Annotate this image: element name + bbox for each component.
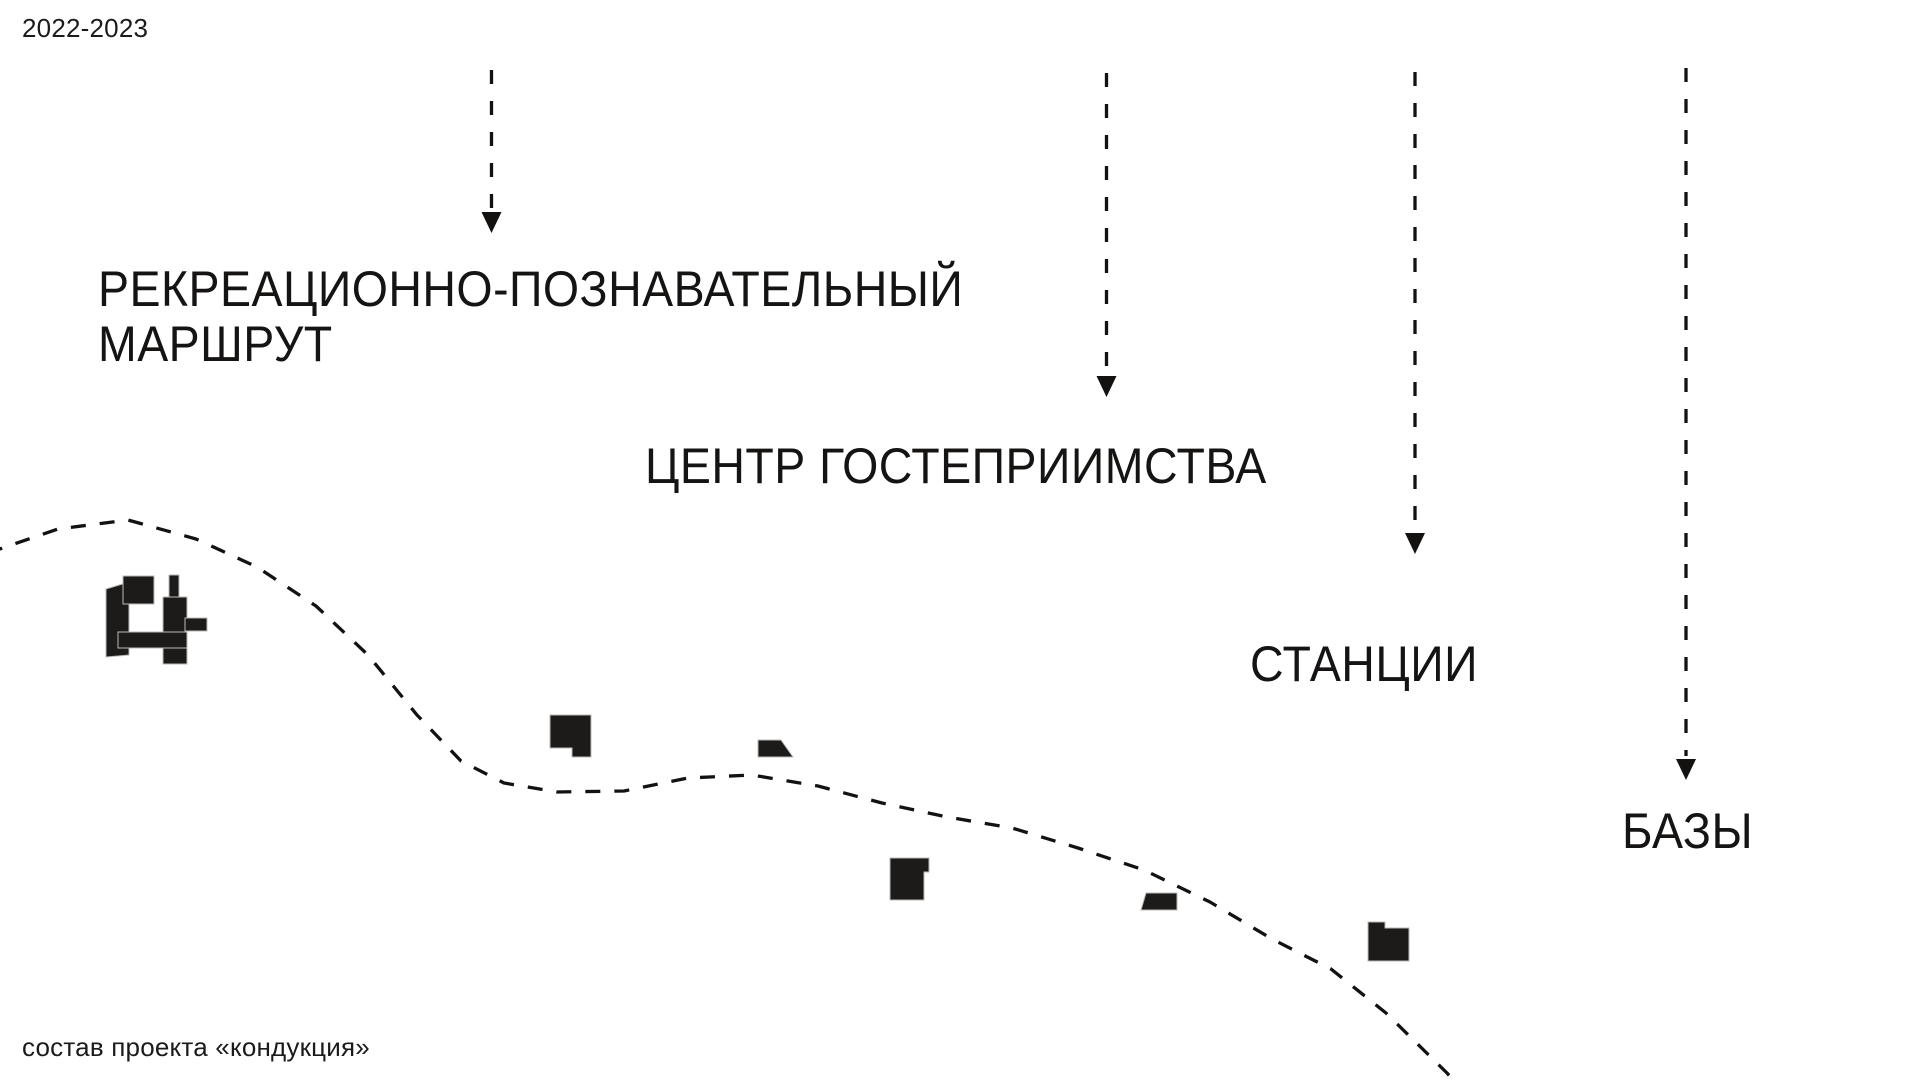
building-footprint [1140,892,1178,911]
building-footprint [889,857,930,901]
label-hospitality-center: ЦЕНТР ГОСТЕПРИИМСТВА [645,438,1267,494]
label-recreational-route-line2: МАРШРУТ [98,316,333,372]
building-footprint [168,574,180,599]
down-arrow-icon [1405,72,1425,554]
label-recreational-route: РЕКРЕАЦИОННО-ПОЗНАВАТЕЛЬНЫЙ МАРШРУТ [98,262,963,372]
label-bases: БАЗЫ [1622,803,1754,859]
building-footprint [117,631,188,649]
building-footprint [122,575,155,605]
building-footprint [162,596,188,665]
down-arrow-icon [481,70,502,233]
project-period: 2022-2023 [22,13,149,43]
building-footprint [549,714,592,758]
footer-caption: состав проекта «кондукция» [22,1032,370,1062]
building-footprint-cluster [105,574,208,665]
building-footprint [757,739,794,758]
building-footprint [184,617,208,632]
down-arrow-icon [1676,68,1696,780]
label-recreational-route-line1: РЕКРЕАЦИОННО-ПОЗНАВАТЕЛЬНЫЙ [98,261,964,317]
label-stations: СТАНЦИИ [1250,636,1478,692]
route-dashed-line-icon [0,518,1456,1080]
down-arrow-icon [1096,73,1117,397]
building-footprint [1367,921,1410,962]
